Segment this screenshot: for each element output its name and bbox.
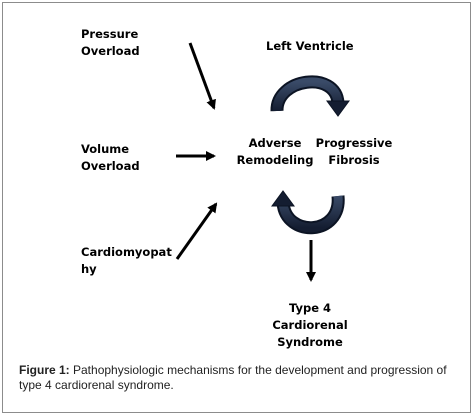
top-cycle-arrow: [270, 75, 350, 117]
figure-caption-text: Pathophysiologic mechanisms for the deve…: [19, 363, 447, 392]
adverse-remodeling-label: Adverse Remodeling: [236, 136, 314, 167]
figure-caption-label: Figure 1:: [19, 363, 70, 377]
diagram-canvas: [175, 42, 350, 282]
cardiomyopathy-label: Cardiomyopat hy: [81, 245, 172, 276]
cardiomyopathy-arrow: [175, 202, 218, 260]
pressure-arrow: [188, 42, 216, 110]
figure-caption: Figure 1: Pathophysiologic mechanisms fo…: [19, 363, 467, 393]
bottom-cycle-arrow: [271, 190, 345, 235]
progressive-fibrosis-label: Progressive Fibrosis: [315, 136, 393, 167]
type4-cardiorenal-syndrome-label: Type 4 Cardiorenal Syndrome: [272, 301, 348, 349]
pressure-overload-label: Pressure Overload: [81, 27, 140, 58]
figure-frame: [2, 2, 471, 413]
left-ventricle-label: Left Ventricle: [266, 39, 354, 53]
volume-overload-label: Volume Overload: [81, 142, 140, 173]
